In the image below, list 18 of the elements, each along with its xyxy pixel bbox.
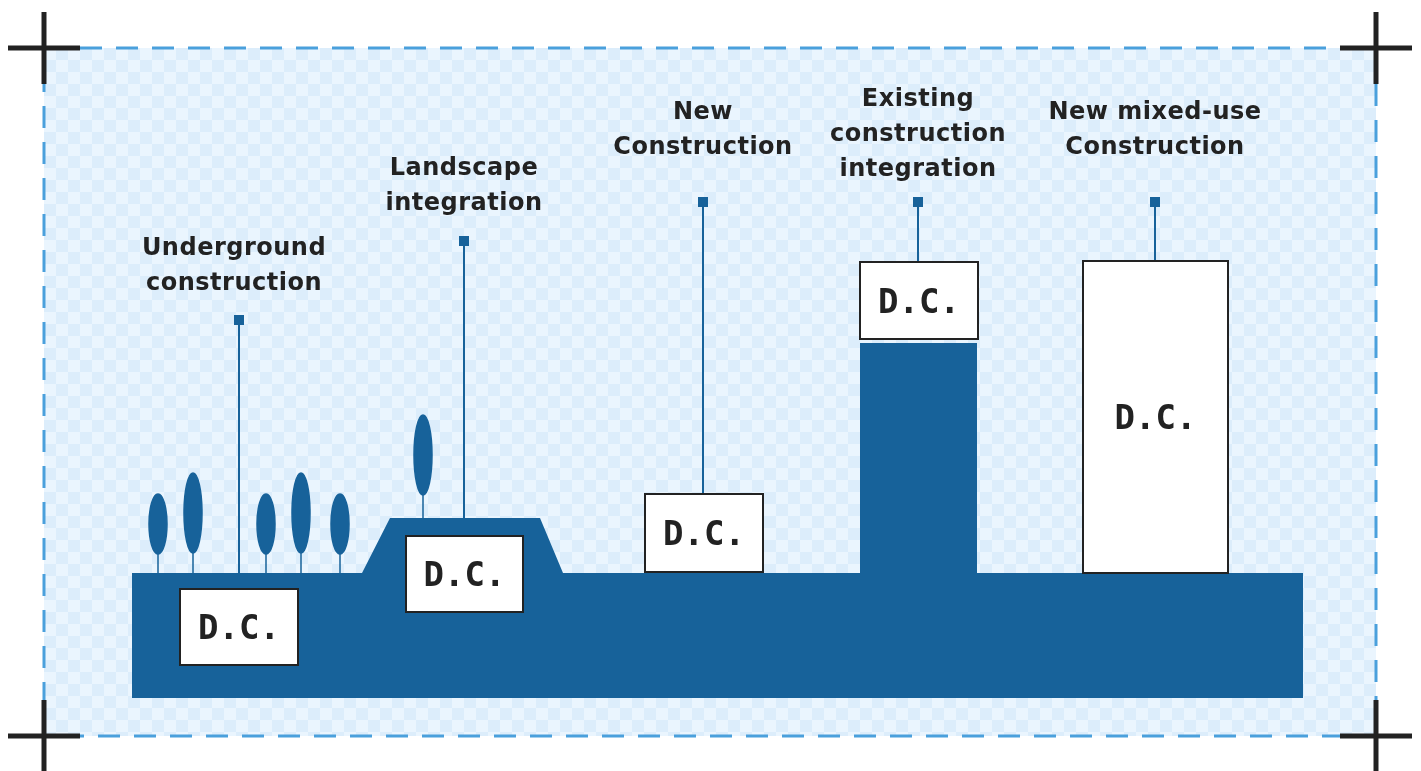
leader-line (1150, 197, 1160, 261)
building-label: D.C. (198, 607, 280, 647)
building-label: D.C. (878, 280, 960, 321)
callout-label: Landscape integration (369, 150, 559, 220)
building-box (179, 588, 299, 666)
building-box (859, 261, 979, 340)
callout-label: New mixed-use Construction (1040, 94, 1270, 164)
building-box (644, 493, 764, 573)
building-label: D.C. (663, 513, 745, 553)
callout-label: Underground construction (124, 230, 344, 300)
building-label: D.C. (423, 554, 506, 594)
callout-label: New Construction (603, 94, 803, 164)
building-label: D.C. (1114, 397, 1197, 437)
leader-line (913, 197, 923, 262)
building-box (1082, 260, 1229, 574)
leader-line (698, 197, 708, 494)
callout-label: Existing construction integration (818, 81, 1018, 186)
building-box (405, 535, 524, 613)
